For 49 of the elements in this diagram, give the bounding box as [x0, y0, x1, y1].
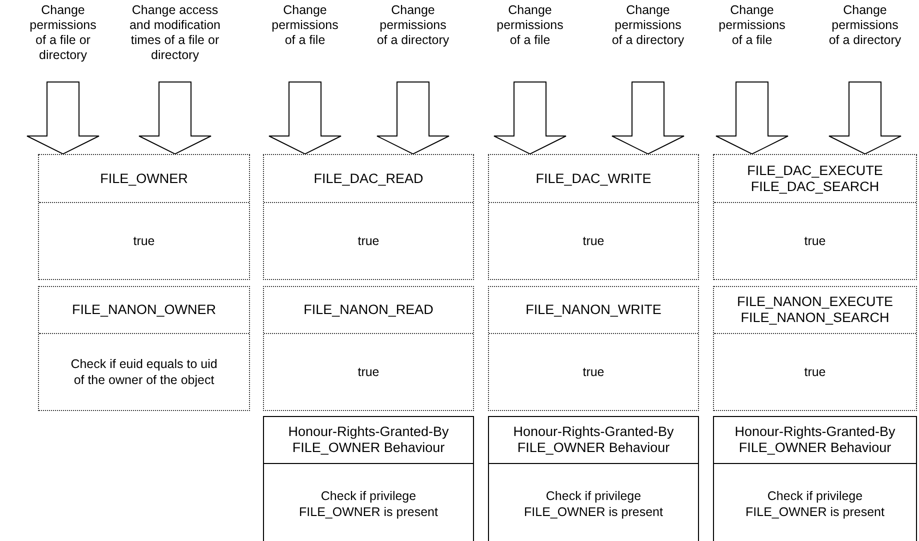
box-heading: Honour-Rights-Granted-By FILE_OWNER Behaviour	[287, 424, 450, 456]
block-arrow	[828, 82, 902, 155]
box-body: true	[39, 202, 249, 279]
header-text: Change permissions of a file	[270, 3, 340, 48]
permission-box	[713, 154, 917, 280]
header-text: Change permissions of a file	[718, 3, 786, 48]
box-heading: FILE_NANON_EXECUTE FILE_NANON_SEARCH	[736, 294, 894, 326]
header-text: Change permissions of a file or directory	[28, 3, 98, 63]
block-arrow	[716, 82, 788, 155]
box-body: Check if privilege FILE_OWNER is present	[264, 463, 473, 541]
box-body: true	[714, 202, 916, 279]
behaviour-box	[713, 416, 917, 541]
permission-box	[488, 286, 699, 411]
box-body: true	[489, 202, 698, 279]
header-text: Change permissions of a directory	[376, 3, 450, 48]
box-heading: FILE_OWNER	[100, 170, 188, 186]
block-arrow	[268, 82, 342, 155]
permission-box	[263, 286, 474, 411]
header-text: Change permissions of a directory	[828, 3, 902, 48]
box-body: Check if privilege FILE_OWNER is present	[489, 463, 698, 541]
box-heading: FILE_NANON_WRITE	[526, 302, 662, 318]
box-heading: FILE_NANON_READ	[304, 302, 434, 318]
box-heading: Honour-Rights-Granted-By FILE_OWNER Behaviour	[734, 424, 896, 456]
box-body: Check if euid equals to uid of the owner of the object	[39, 333, 249, 410]
box-body: Check if privilege FILE_OWNER is present	[714, 463, 916, 541]
box-body: true	[264, 333, 473, 410]
permission-box	[263, 154, 474, 280]
header-text: Change permissions of a file	[496, 3, 564, 48]
box-heading: FILE_NANON_OWNER	[72, 302, 216, 318]
block-arrow	[376, 82, 450, 155]
header-text: Change access and modification times of a file or directory	[128, 3, 222, 63]
block-arrow	[612, 82, 684, 155]
box-body: true	[714, 333, 916, 410]
block-arrow	[494, 82, 566, 155]
permission-box	[488, 154, 699, 280]
block-arrow	[138, 82, 212, 155]
block-arrow	[26, 82, 100, 155]
box-heading: FILE_DAC_READ	[314, 170, 424, 186]
header-text: Change permissions of a directory	[610, 3, 686, 48]
box-heading: FILE_DAC_WRITE	[536, 170, 652, 186]
box-body: true	[489, 333, 698, 410]
box-heading: FILE_DAC_EXECUTE FILE_DAC_SEARCH	[746, 162, 884, 194]
behaviour-box	[488, 416, 699, 541]
permission-box	[38, 286, 250, 411]
permission-box	[713, 286, 917, 411]
box-body: true	[264, 202, 473, 279]
box-heading: Honour-Rights-Granted-By FILE_OWNER Behaviour	[512, 424, 675, 456]
behaviour-box	[263, 416, 474, 541]
permission-box	[38, 154, 250, 280]
